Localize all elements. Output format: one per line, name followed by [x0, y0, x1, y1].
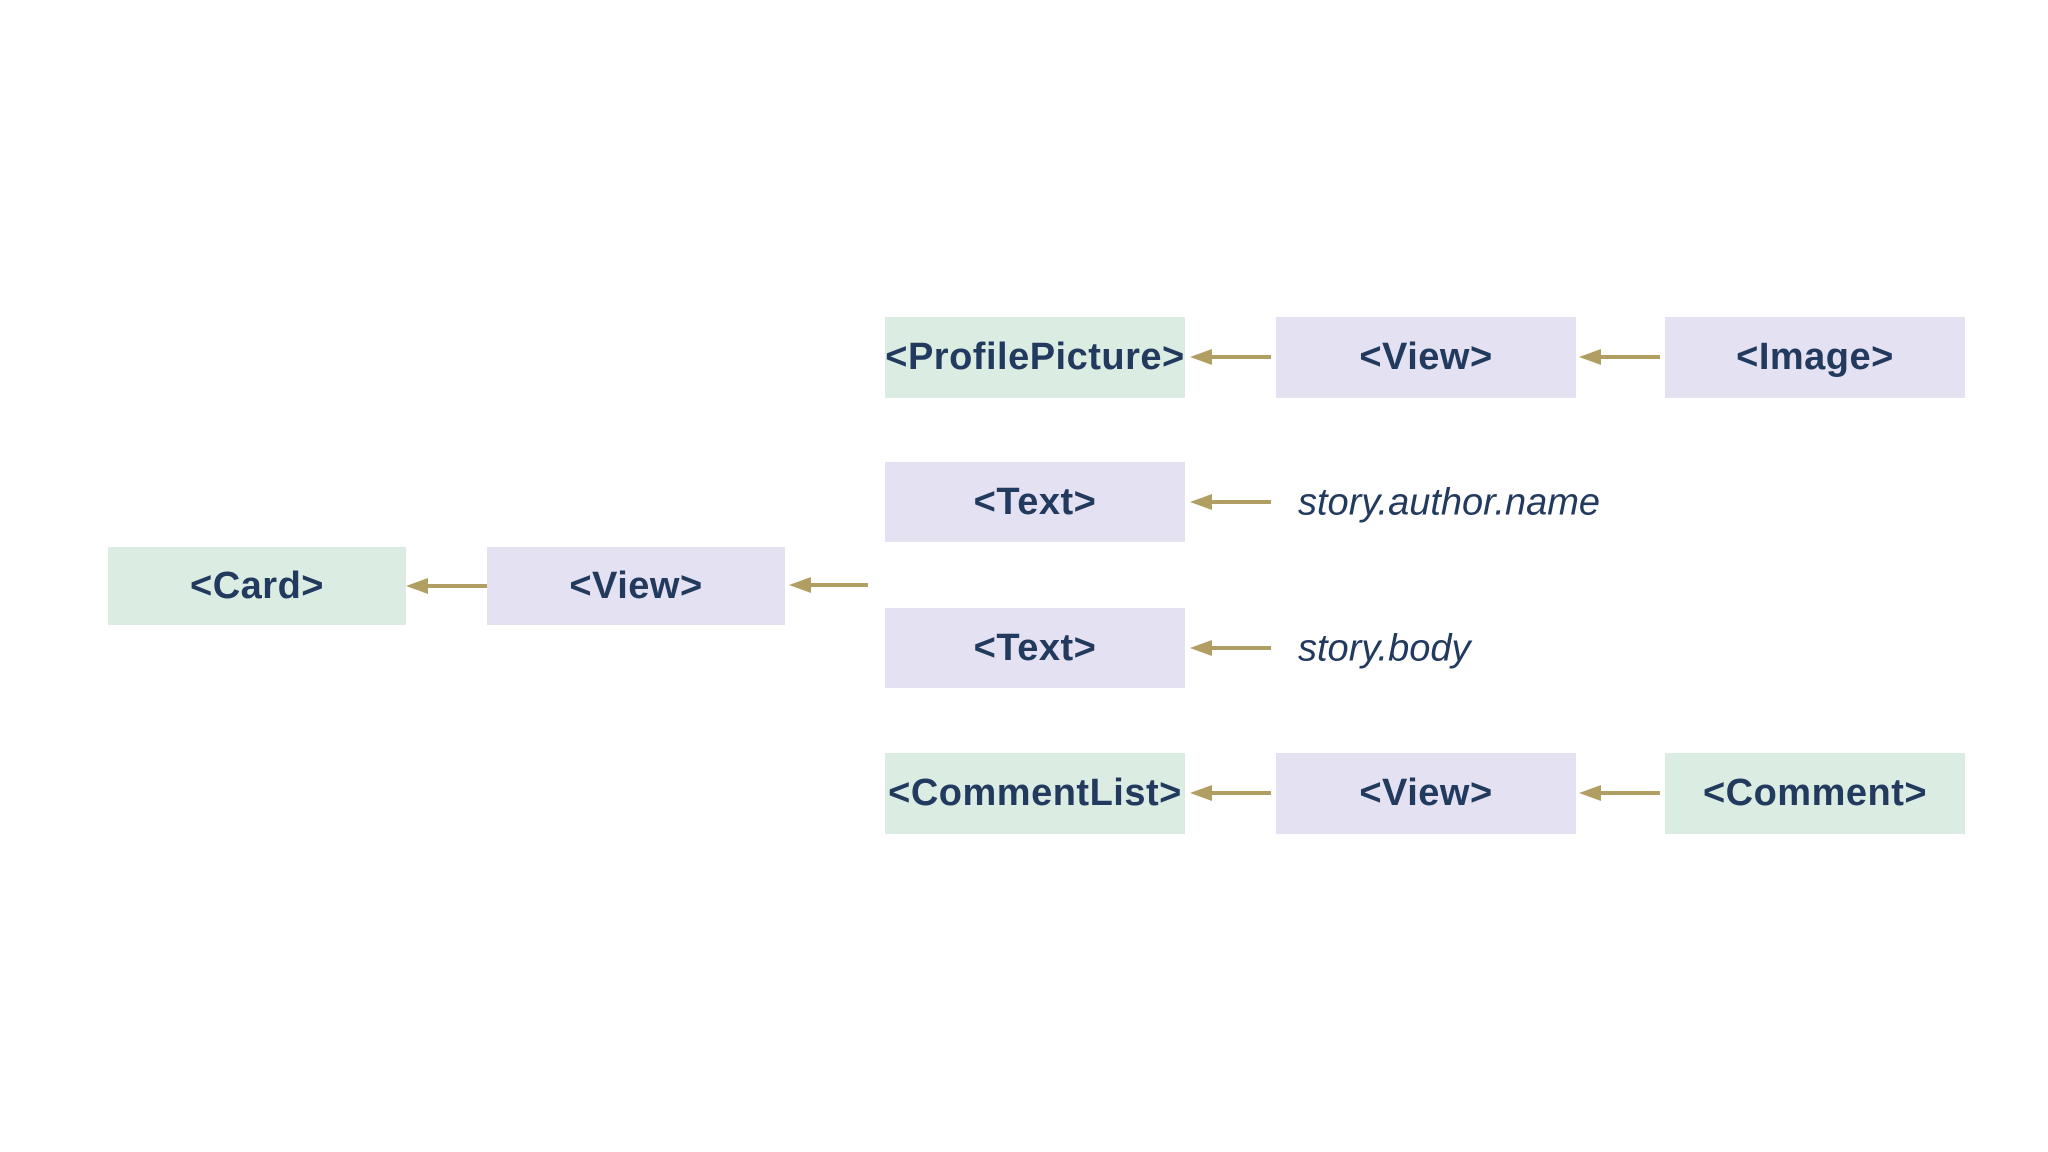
arrow-view-to-profile-picture — [1190, 349, 1271, 365]
node-view-root: <View> — [487, 547, 785, 625]
arrow-shaft — [1595, 791, 1660, 795]
arrow-view-to-comment-list — [1190, 785, 1271, 801]
arrowhead-left-icon — [1190, 785, 1212, 801]
node-text-body-label: <Text> — [973, 626, 1097, 669]
node-view-root-label: <View> — [569, 564, 703, 607]
node-view-profile: <View> — [1276, 317, 1576, 398]
arrow-view-to-card — [406, 578, 487, 594]
node-comment-label: <Comment> — [1702, 772, 1928, 814]
node-profile-picture: <ProfilePicture> — [885, 317, 1185, 398]
arrowhead-left-icon — [1579, 349, 1601, 365]
node-view-profile-label: <View> — [1359, 336, 1493, 378]
node-text-author: <Text> — [885, 462, 1185, 542]
node-comment: <Comment> — [1665, 753, 1965, 834]
node-text-author-label: <Text> — [973, 480, 1097, 523]
arrow-body-to-text — [1190, 640, 1271, 656]
prop-label-author-name: story.author.name — [1298, 481, 1601, 524]
arrow-shaft — [1206, 791, 1271, 795]
arrowhead-left-icon — [406, 578, 428, 594]
node-view-comments-label: <View> — [1359, 772, 1493, 814]
arrow-shaft — [1206, 646, 1271, 650]
node-image-label: <Image> — [1736, 336, 1894, 378]
arrowhead-left-icon — [1579, 785, 1601, 801]
arrow-shaft — [1595, 355, 1660, 359]
node-text-body: <Text> — [885, 608, 1185, 688]
node-profile-picture-label: <ProfilePicture> — [885, 336, 1185, 378]
arrow-shaft — [422, 584, 487, 588]
arrowhead-left-icon — [1190, 494, 1212, 510]
arrow-shaft — [1206, 355, 1271, 359]
arrowhead-left-icon — [1190, 349, 1212, 365]
node-image: <Image> — [1665, 317, 1965, 398]
node-comment-list: <CommentList> — [885, 753, 1185, 834]
node-card: <Card> — [108, 547, 406, 625]
arrow-shaft — [805, 583, 868, 587]
arrowhead-left-icon — [1190, 640, 1212, 656]
arrow-image-to-view — [1579, 349, 1660, 365]
node-view-comments: <View> — [1276, 753, 1576, 834]
node-card-label: <Card> — [190, 564, 324, 607]
arrow-shaft — [1206, 500, 1271, 504]
node-comment-list-label: <CommentList> — [888, 772, 1182, 814]
arrow-comment-to-view — [1579, 785, 1660, 801]
arrow-author-name-to-text — [1190, 494, 1271, 510]
prop-label-body: story.body — [1298, 627, 1471, 670]
arrowhead-left-icon — [789, 577, 811, 593]
arrow-children-to-view-root — [789, 577, 868, 593]
